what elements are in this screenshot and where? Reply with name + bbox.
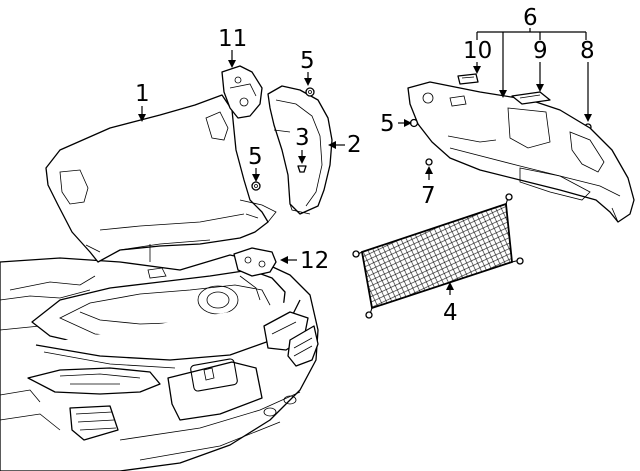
part-1-trunk-lid-liner: [45, 94, 277, 279]
callout-6: 6: [523, 5, 538, 31]
callout-11: 11: [218, 26, 247, 52]
callout-5-right: 5: [380, 111, 395, 137]
part-10-clip: [457, 73, 479, 85]
callout-3: 3: [295, 125, 310, 151]
callout-4: 4: [443, 300, 458, 326]
part-12-latch-bracket: [233, 247, 277, 277]
callout-5-top: 5: [300, 48, 315, 74]
callout-9: 9: [533, 38, 548, 64]
car-rear-body: [0, 254, 319, 471]
callout-8: 8: [580, 38, 595, 64]
callout-2: 2: [347, 132, 362, 158]
callout-1: 1: [135, 81, 150, 107]
callout-labels: 1 2 3 4 5 5 5 6 7 8 9 10 11 12: [135, 5, 595, 326]
leaders: [138, 28, 592, 295]
callout-12: 12: [300, 248, 329, 274]
callout-7: 7: [421, 183, 436, 209]
part-9-bezel: [511, 91, 551, 105]
callout-10: 10: [463, 38, 492, 64]
part-6-rear-trim-panel: [407, 81, 635, 223]
callout-5-mid: 5: [248, 144, 263, 170]
part-4-cargo-net: [352, 193, 524, 319]
part-11-hinge-bracket: [221, 65, 263, 119]
